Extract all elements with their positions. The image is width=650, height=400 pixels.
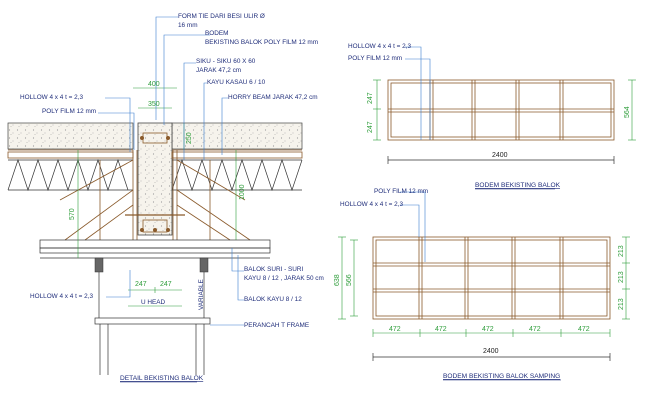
samping-dim-bottom-3: 472 bbox=[482, 326, 494, 333]
label-variable: VARIABLE bbox=[198, 279, 205, 310]
label-balok-suri-spec: KAYU 8 / 12 , JARAK 50 cm bbox=[244, 275, 324, 282]
label-kayu-kasau: KAYU KASAU 6 / 10 bbox=[207, 79, 266, 86]
samping-dim-left-outer: 638 bbox=[334, 274, 341, 286]
label-perancah: PERANCAH T FRAME bbox=[244, 322, 309, 329]
label-poly-top: POLY FILM 12 mm bbox=[42, 108, 96, 115]
label-bodem: BODEM bbox=[205, 30, 228, 37]
samping-dim-bottom-5: 472 bbox=[578, 326, 590, 333]
samping-dim-bottom-2: 472 bbox=[435, 326, 447, 333]
bodem-dim-left-top: 247 bbox=[367, 92, 374, 104]
bodem-dim-right: 564 bbox=[624, 106, 631, 118]
label-bekisting-poly: BEKISTING BALOK POLY FILM 12 mm bbox=[205, 39, 318, 46]
bodem-bekisting-samping bbox=[338, 191, 630, 361]
label-jarak-siku: JARAK 47,2 cm bbox=[196, 67, 241, 74]
dim-250: 250 bbox=[186, 132, 193, 144]
slab-right bbox=[171, 122, 303, 150]
label-hollow-top: HOLLOW 4 x 4 t = 2,3 bbox=[20, 94, 83, 101]
samping-label-hollow: HOLLOW 4 x 4 t = 2,3 bbox=[340, 201, 403, 208]
balok-suri bbox=[39, 239, 271, 249]
bodem-dim-left-bottom: 247 bbox=[367, 121, 374, 133]
beam-concrete bbox=[137, 122, 173, 236]
label-uhead: U HEAD bbox=[141, 299, 166, 306]
samping-dim-left-inner: 566 bbox=[346, 274, 353, 286]
dim-247b: 247 bbox=[160, 281, 172, 288]
horry-beam-truss bbox=[7, 158, 303, 192]
bodem-bekisting-balok bbox=[373, 46, 636, 164]
bodem-label-poly: POLY FILM 12 mm bbox=[348, 55, 402, 62]
label-siku: SIKU - SIKU 60 X 60 bbox=[196, 58, 256, 65]
samping-dim-right-3: 213 bbox=[618, 298, 625, 310]
label-horry-beam: HORRY BEAM JARAK 47,2 cm bbox=[228, 94, 318, 101]
dim-350: 350 bbox=[148, 101, 160, 108]
title-bodem-balok: BODEM BEKISTING BALOK bbox=[475, 182, 561, 189]
samping-dim-bottom-4: 472 bbox=[529, 326, 541, 333]
dim-247a: 247 bbox=[135, 281, 147, 288]
label-form-tie-size: 16 mm bbox=[178, 22, 198, 29]
label-balok-suri: BALOK SURI - SURI bbox=[244, 266, 304, 273]
samping-label-poly: POLY FILM 12 mm bbox=[374, 188, 428, 195]
label-hollow-bottom: HOLLOW 4 x 4 t = 2,3 bbox=[30, 293, 93, 300]
title-bodem-samping: BODEM BEKISTING BALOK SAMPING bbox=[443, 373, 560, 380]
bodem-dim-bottom: 2400 bbox=[492, 152, 508, 159]
dim-400: 400 bbox=[148, 81, 160, 88]
samping-dim-right-1: 213 bbox=[618, 245, 625, 257]
detail-bekisting-balok bbox=[7, 16, 303, 375]
perancah-t-frame bbox=[94, 317, 211, 325]
label-form-tie: FORM TIE DARI BESI ULIR Ø bbox=[178, 13, 265, 20]
title-detail-bekisting: DETAIL BEKISTING BALOK bbox=[120, 375, 204, 382]
dim-1000: 1000 bbox=[239, 184, 246, 200]
dim-570: 570 bbox=[69, 208, 76, 220]
samping-dim-right-2: 213 bbox=[618, 271, 625, 283]
label-balok-kayu: BALOK KAYU 8 / 12 bbox=[244, 296, 302, 303]
samping-dim-bottom-1: 472 bbox=[389, 326, 401, 333]
slab-left bbox=[7, 122, 134, 150]
samping-dim-total: 2400 bbox=[483, 348, 499, 355]
bodem-label-hollow: HOLLOW 4 x 4 t = 2,3 bbox=[348, 43, 411, 50]
